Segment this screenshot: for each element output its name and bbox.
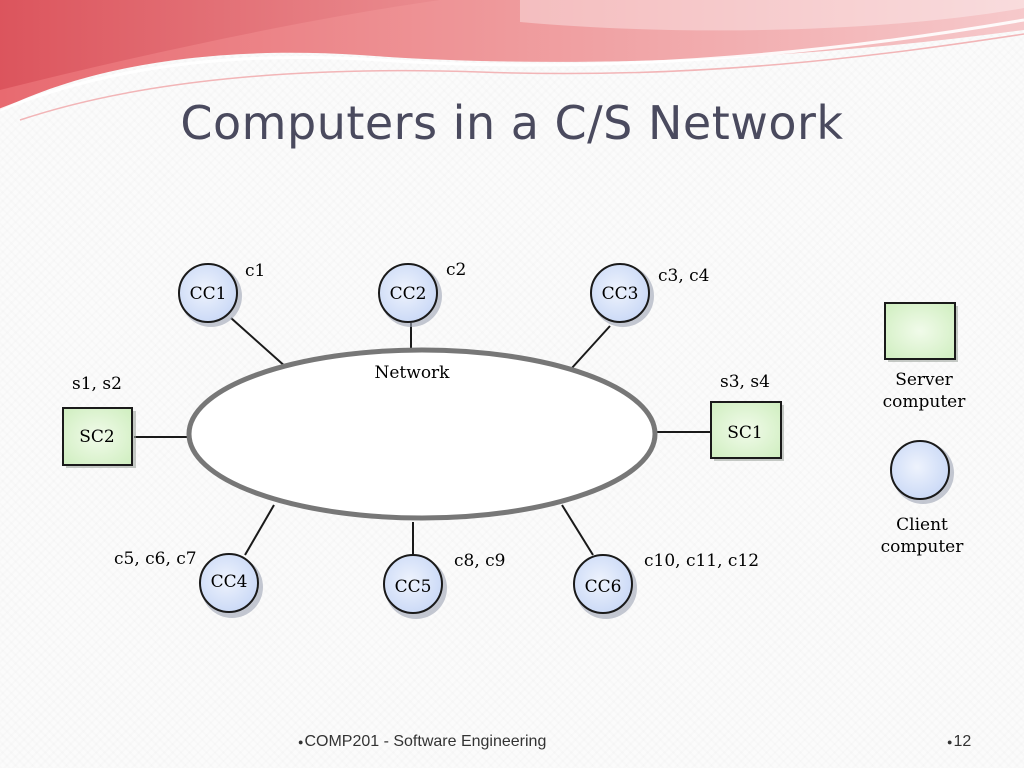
client-label: CC4 <box>211 572 248 592</box>
header-swoosh <box>0 0 1024 121</box>
server-label: SC1 <box>727 423 762 443</box>
legend-client-line1: Client <box>896 515 948 535</box>
bullet-icon: ● <box>298 736 304 747</box>
footer-course: ●COMP201 - Software Engineering <box>298 733 546 751</box>
client-node-cc2: CC2 <box>378 263 442 327</box>
client-label: CC2 <box>390 284 427 304</box>
client-node-cc3: CC3 <box>590 263 654 327</box>
bullet-icon: ● <box>947 736 953 747</box>
server-node-sc2: SC2 <box>62 407 136 468</box>
network-ellipse <box>186 347 658 521</box>
client-components: c1 <box>245 261 265 281</box>
client-label: CC1 <box>190 284 227 304</box>
legend: Server computer Client computer <box>881 302 967 557</box>
legend-server-line2: computer <box>883 392 967 412</box>
slide-title: Computers in a C/S Network <box>180 96 844 150</box>
link-cc1 <box>230 317 288 369</box>
client-node-cc6: CC6 <box>573 554 637 619</box>
client-label: CC5 <box>395 577 432 597</box>
client-components: c10, c11, c12 <box>644 551 759 571</box>
server-components: s3, s4 <box>720 372 770 392</box>
legend-client-circle <box>890 440 950 500</box>
server-label: SC2 <box>79 427 114 447</box>
link-cc4 <box>244 504 275 556</box>
footer-course-text: COMP201 - Software Engineering <box>304 733 547 750</box>
client-components: c3, c4 <box>658 266 709 286</box>
legend-server-box <box>884 302 956 360</box>
link-cc3 <box>570 325 611 370</box>
client-node-cc5: CC5 <box>383 554 447 619</box>
client-components: c2 <box>446 260 466 280</box>
client-components: c8, c9 <box>454 551 505 571</box>
server-node-sc1: SC1 <box>710 401 784 461</box>
network-label: Network <box>375 363 451 383</box>
page-number-text: 12 <box>953 733 972 750</box>
legend-server-line1: Server <box>895 370 953 390</box>
client-node-cc1: CC1 <box>178 263 242 327</box>
client-label: CC3 <box>602 284 639 304</box>
client-label: CC6 <box>585 577 622 597</box>
footer-page-number: ●12 <box>947 733 971 751</box>
client-components: c5, c6, c7 <box>114 549 197 569</box>
connection-lines <box>134 317 711 556</box>
legend-client-line2: computer <box>881 537 965 557</box>
client-node-cc4: CC4 <box>199 553 263 618</box>
server-components: s1, s2 <box>72 374 122 394</box>
link-cc6 <box>561 504 594 556</box>
